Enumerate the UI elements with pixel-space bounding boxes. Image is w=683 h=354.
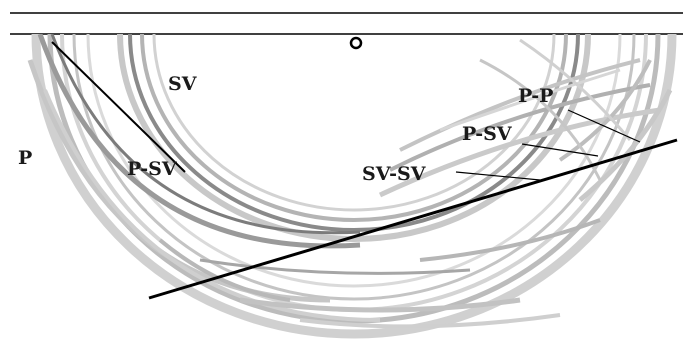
- wavefront-field: [27, 34, 677, 339]
- leader-p-p: [567, 109, 641, 143]
- label-p: P: [18, 147, 32, 169]
- source-circle-icon: [349, 36, 363, 50]
- label-p-sv-right: P-SV: [462, 123, 513, 145]
- leader-p-sv-right: [521, 143, 599, 157]
- label-p-p: P-P: [518, 85, 553, 107]
- label-p-sv-left: P-SV: [127, 158, 178, 180]
- label-sv: SV: [168, 73, 198, 95]
- label-sv-sv: SV-SV: [362, 163, 427, 185]
- lower-converted-wavefronts: [199, 218, 601, 329]
- dipping-interface-line: [148, 138, 678, 300]
- p-sv-left-wavefront: [27, 34, 381, 322]
- leader-sv-sv: [455, 171, 541, 181]
- sv-wavefront: [117, 34, 591, 242]
- reflected-wavefronts-right: [378, 38, 673, 202]
- left-reflector-line: [51, 41, 186, 173]
